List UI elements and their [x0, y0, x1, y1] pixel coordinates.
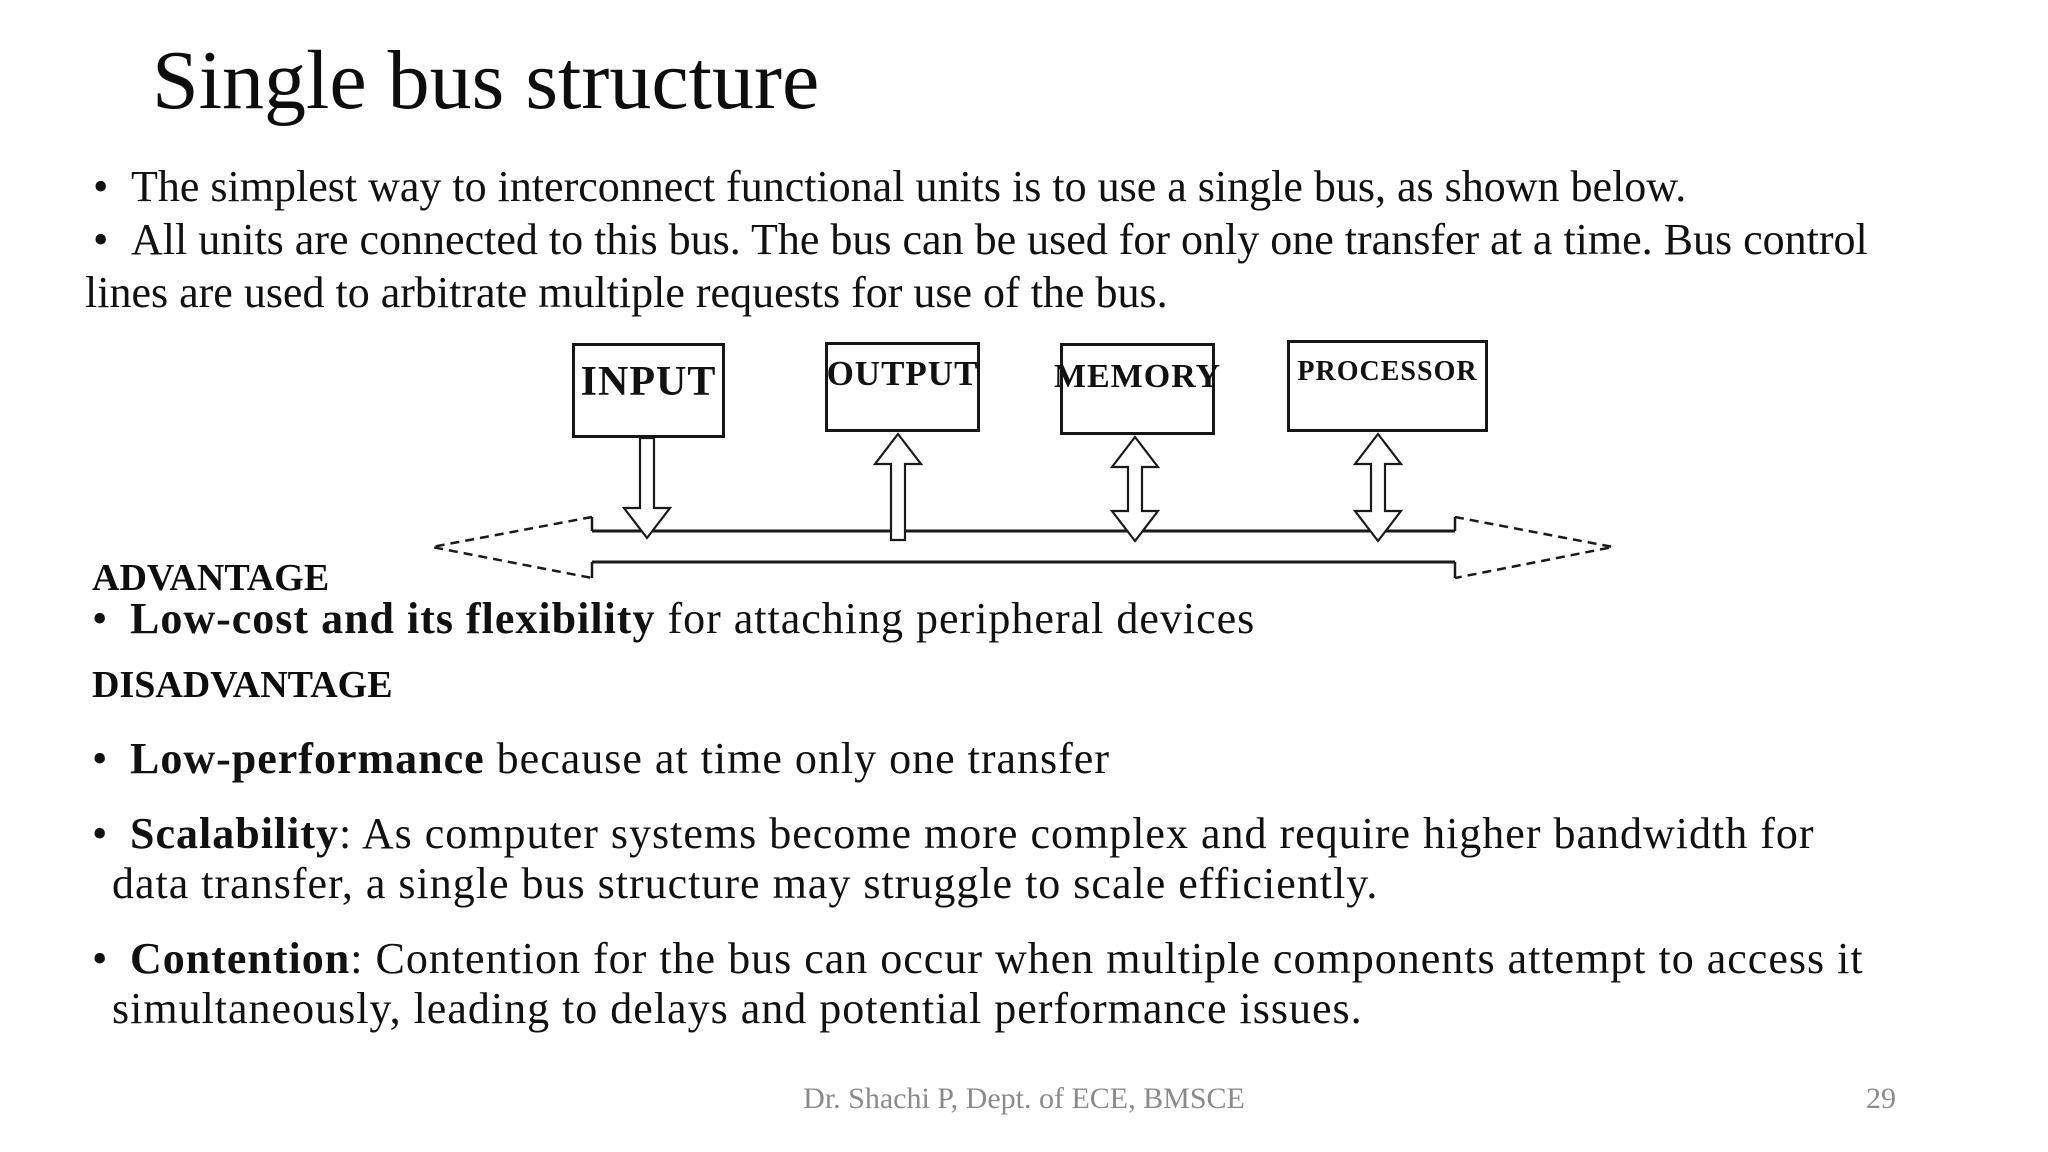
bullet-icon: •	[92, 934, 109, 983]
bullet-icon: •	[93, 162, 109, 211]
diagram-box-input: INPUT	[572, 343, 725, 438]
bullet-text: for attaching peripheral devices	[655, 594, 1256, 643]
disadvantage-heading: DISADVANTAGE	[92, 664, 393, 706]
bus-arrow	[432, 517, 1613, 578]
intro-bullet-list: • The simplest way to interconnect functi…	[85, 160, 1945, 319]
diagram-box-processor: PROCESSOR	[1287, 340, 1488, 432]
advantage-heading: ADVANTAGE	[92, 557, 330, 599]
bullet-bold-text: Low-performance	[130, 734, 485, 783]
bullet-text: The simplest way to interconnect functio…	[131, 162, 1687, 211]
bullet-icon: •	[92, 809, 109, 858]
footer-credit: Dr. Shachi P, Dept. of ECE, BMSCE	[803, 1082, 1245, 1115]
diagram-box-label: PROCESSOR	[1297, 356, 1478, 387]
diagram-box-label: INPUT	[580, 359, 717, 405]
bus-right-arrowhead	[1454, 515, 1614, 580]
diagram-box-memory: MEMORY	[1054, 343, 1220, 435]
bullet-bold-text: Contention	[130, 934, 351, 983]
diagram-box-label: OUTPUT	[826, 354, 979, 393]
bullet-icon: •	[93, 215, 109, 264]
bus-head-notches	[590, 517, 1457, 578]
list-item: • The simplest way to interconnect functi…	[85, 160, 1945, 213]
disadvantage-bullet: • Contention: Contention for the bus can …	[92, 934, 1867, 1034]
diagram-box-output: OUTPUT	[825, 342, 980, 432]
page-number: 29	[1866, 1082, 1896, 1115]
processor-double-arrow	[1352, 432, 1404, 543]
bullet-text: because at time only one transfer	[484, 734, 1110, 783]
memory-double-arrow	[1109, 435, 1161, 543]
output-up-arrow	[872, 432, 924, 542]
list-item: •All units are connected to this bus. Th…	[85, 213, 1945, 319]
bullet-text: : As computer systems become more comple…	[112, 809, 1815, 908]
advantage-bullet: • Low-cost and its flexibility for attach…	[92, 594, 1867, 644]
disadvantage-bullet: • Scalability: As computer systems become…	[92, 809, 1867, 909]
disadvantage-bullet: • Low-performance because at time only on…	[92, 734, 1867, 784]
diagram-box-label: MEMORY	[1053, 358, 1222, 395]
bullet-text: : Contention for the bus can occur when …	[112, 934, 1864, 1033]
bus-left-arrowhead	[431, 515, 593, 580]
bus-shaft-lines	[592, 529, 1455, 564]
bullet-bold-text: Low-cost and its flexibility	[130, 594, 656, 643]
input-down-arrow	[621, 436, 673, 540]
page-title: Single bus structure	[152, 34, 820, 127]
bullet-icon: •	[92, 594, 109, 643]
bullet-icon: •	[92, 734, 109, 783]
bullet-bold-text: Scalability	[130, 809, 340, 858]
bullet-text: All units are connected to this bus. The…	[85, 215, 1868, 317]
